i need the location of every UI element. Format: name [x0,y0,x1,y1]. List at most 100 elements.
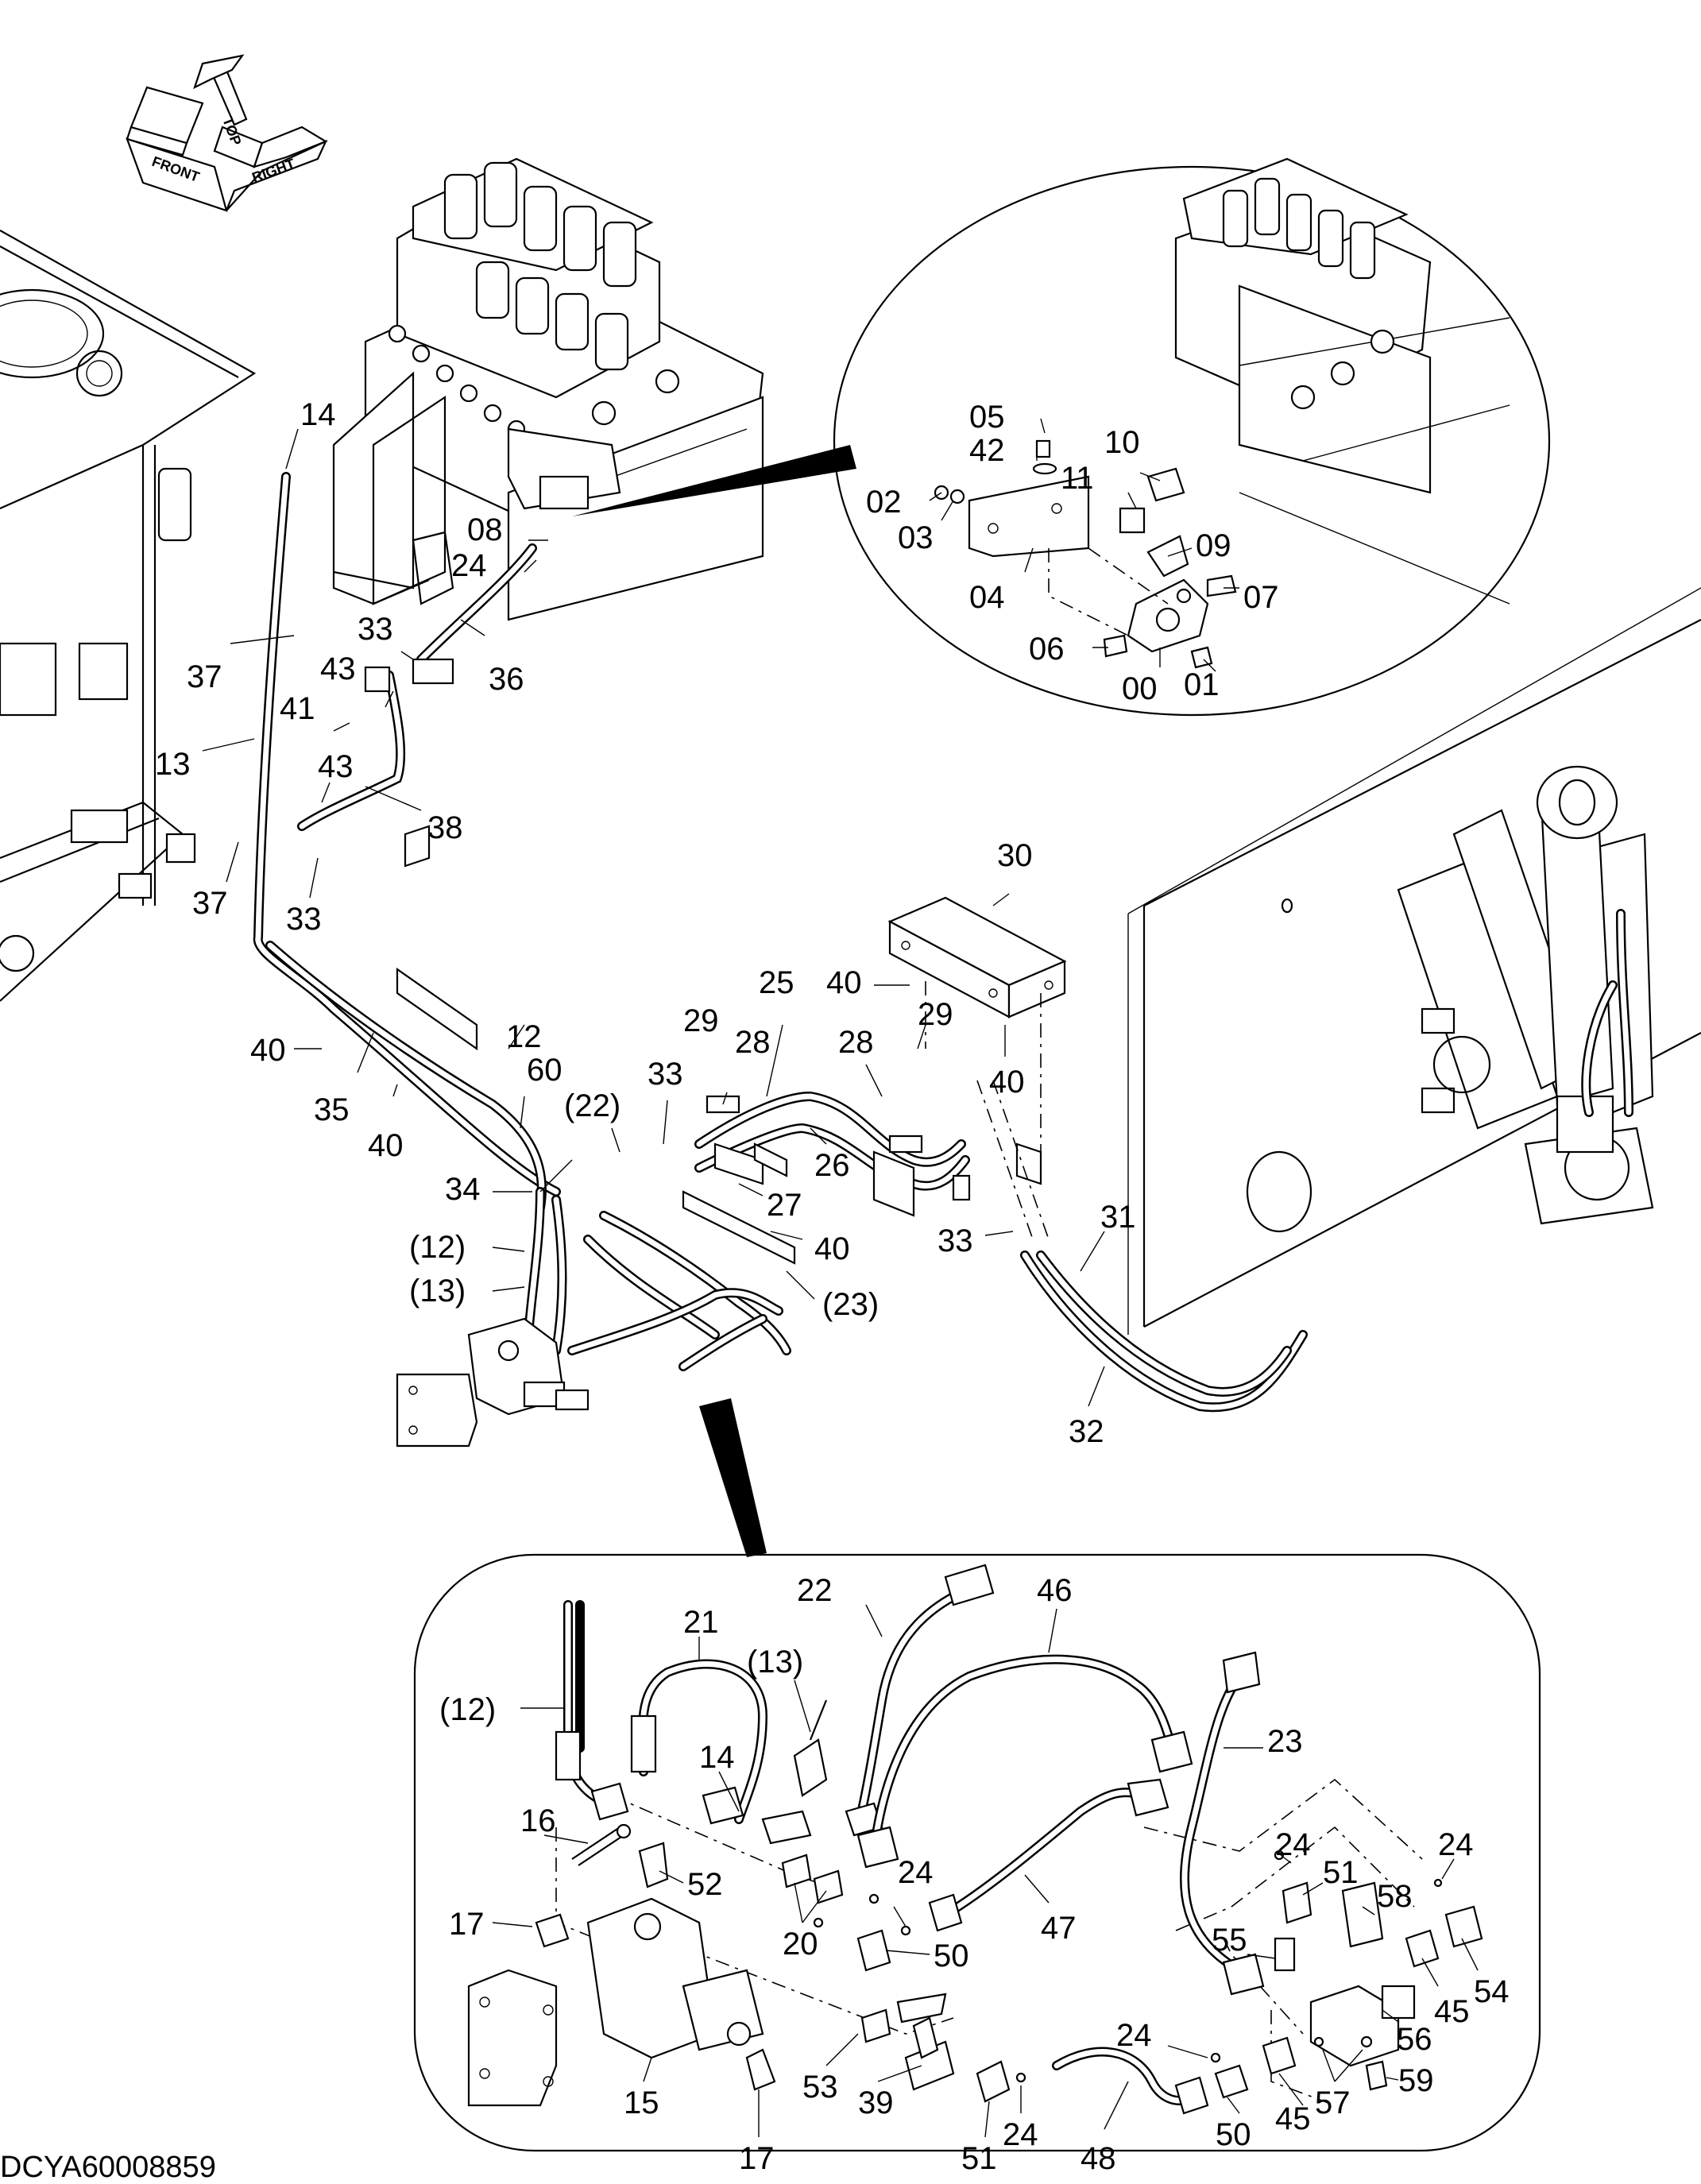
callout-12-ref-detail: (12) [439,1692,496,1727]
callout-24-e: 24 [1116,2018,1152,2053]
callout-17-b: 17 [739,2141,775,2176]
callout-06: 06 [1029,632,1065,667]
callout-15: 15 [624,2085,659,2120]
callout-11: 11 [1061,461,1094,496]
hose-clamps [364,658,1042,1265]
callout-08: 08 [467,512,503,547]
callout-38: 38 [427,810,463,845]
callout-25: 25 [759,965,794,1000]
callout-32: 32 [1069,1414,1104,1449]
main-control-valve [332,157,764,621]
callout-13-ref: (13) [409,1274,466,1308]
hose-31 [1020,1250,1308,1413]
callout-24-c: 24 [1438,1827,1474,1862]
hose-13 [253,472,561,1196]
callout-54: 54 [1474,1974,1510,2009]
callout-31: 31 [1100,1200,1136,1235]
callout-04: 04 [969,580,1005,615]
callout-29: 29 [683,1003,719,1038]
callout-22-ref: (22) [564,1088,620,1123]
callout-55: 55 [1212,1923,1247,1958]
callout-58: 58 [1377,1879,1413,1914]
callout-16: 16 [520,1803,556,1838]
callout-40-d: 40 [989,1065,1025,1100]
callout-40-c: 40 [826,965,862,1000]
callout-03: 03 [898,520,934,555]
callout-57: 57 [1315,2085,1351,2120]
detail-box-lower [413,1553,1541,2152]
callout-09: 09 [1196,528,1231,563]
callout-10: 10 [1104,425,1140,460]
callout-14-detail: 14 [699,1740,735,1775]
callout-05: 05 [969,400,1005,435]
callout-labels-lower-detail: 21 22 46 (12) (13) 14 23 16 52 24 24 51 … [439,1573,1510,2176]
callout-37-lower: 37 [192,886,228,921]
callout-50-a: 50 [934,1939,969,1973]
cover-30 [887,896,1067,1019]
callout-59: 59 [1398,2063,1434,2098]
callout-20: 20 [783,1927,818,1962]
callout-45-a: 45 [1434,1994,1470,2029]
callout-29-b: 29 [918,997,953,1032]
callout-34: 34 [445,1172,481,1207]
valve-bracket [332,395,454,605]
callout-51-a: 51 [1323,1855,1359,1890]
callout-13: 13 [155,747,191,782]
detail-circle-top [833,157,1551,717]
callout-22: 22 [797,1573,833,1608]
callout-33-lower: 33 [286,902,322,937]
callout-42: 42 [969,433,1005,468]
callout-43: 43 [320,651,356,686]
callout-45-b: 45 [1275,2101,1311,2136]
callout-labels-top-detail: 05 42 10 02 03 11 09 04 07 06 00 01 [866,400,1279,706]
callout-24: 24 [451,548,487,583]
callout-40: 40 [250,1033,286,1068]
callout-28: 28 [735,1025,771,1060]
callout-01: 01 [1184,667,1220,702]
callout-36: 36 [489,662,524,697]
detail-pointer [572,445,856,516]
callout-37: 37 [187,659,222,694]
callout-07: 07 [1243,580,1279,615]
callout-24-b: 24 [1275,1827,1311,1862]
callout-23: 23 [1267,1724,1303,1759]
callout-50-b: 50 [1216,2117,1251,2152]
pipe-38 [297,671,406,831]
leader-lines [202,418,1479,2138]
callout-51-b: 51 [961,2141,997,2176]
callout-33-d: 33 [937,1223,973,1258]
callout-33-c: 33 [648,1057,683,1092]
callout-24-d: 24 [1003,2117,1038,2152]
callout-39: 39 [858,2085,894,2120]
callout-27: 27 [767,1188,802,1223]
callout-12-ref: (12) [409,1230,466,1265]
valve-ports [388,324,680,439]
drawing-code: DCYA60008859 [0,2151,216,2184]
callout-40-e: 40 [814,1231,850,1266]
callout-02: 02 [866,485,902,520]
callout-12: 12 [506,1019,542,1054]
callout-13-ref-detail: (13) [747,1645,803,1680]
callout-30: 30 [997,838,1033,873]
hose-36 [416,543,537,664]
callout-48: 48 [1081,2141,1116,2176]
pipe-26 [694,1123,970,1191]
callout-21: 21 [683,1605,719,1640]
pipe-25 [694,1091,966,1167]
callout-24-a: 24 [898,1855,934,1890]
callout-14: 14 [300,397,336,432]
orientation-arrows-icon: FRONT TOP RIGHT [126,54,328,212]
callout-43-lower: 43 [318,749,354,784]
hose-12 [265,941,547,1212]
detail-pointer-lower [699,1398,767,1557]
callout-53: 53 [802,2070,838,2105]
callout-35: 35 [314,1092,350,1127]
callout-23-ref: (23) [822,1287,879,1322]
callout-56: 56 [1397,2022,1432,2057]
callout-labels-main: 14 08 24 33 36 43 41 37 13 43 38 37 33 4… [155,397,1136,1449]
callout-33: 33 [358,612,393,647]
valve-spools [443,161,637,371]
hose-32 [1036,1250,1292,1397]
callout-26: 26 [814,1148,850,1183]
